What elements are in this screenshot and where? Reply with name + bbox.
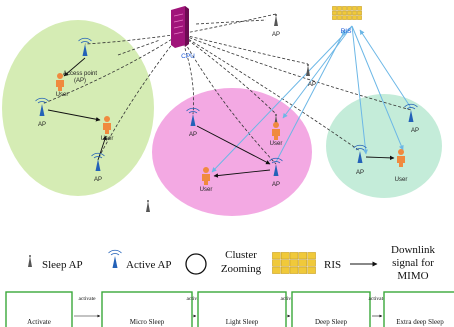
state-box [197, 291, 287, 327]
ap-label: AP [94, 177, 102, 183]
user-label: User [200, 187, 213, 193]
active-ap-icon [353, 144, 367, 163]
user-label: User [395, 177, 408, 183]
legend-sleep-ap-label: Sleep AP [42, 259, 83, 271]
state-box [383, 291, 454, 327]
ap-label: AP [308, 82, 316, 88]
legend-cluster-label: Cluster [225, 249, 257, 261]
ris-label: RIS [341, 28, 353, 35]
legend-sleep-ap-icon [28, 255, 32, 267]
downlink-ris-arrow [351, 25, 368, 155]
user-icon [272, 122, 280, 140]
ris-panel-icon [332, 6, 362, 20]
state-label: Light Sleep [226, 318, 259, 326]
sleep-ap-icon [146, 200, 150, 212]
user-icon [397, 149, 405, 167]
legend-active-ap-label: Active AP [126, 259, 172, 271]
ap-user-arrow [47, 109, 101, 122]
sleep-ap-icon [274, 14, 278, 26]
active-ap-icon [404, 103, 418, 122]
legend-downlink-label: signal for [392, 257, 434, 269]
active-ap-icon [35, 97, 49, 116]
fronthaul-link [179, 13, 277, 35]
ap-label: AP [272, 182, 280, 188]
state-box [291, 291, 371, 327]
ap-user-arrow [97, 135, 107, 161]
active-ap-icon [186, 107, 200, 126]
fronthaul-link [41, 33, 181, 105]
legend-ris-icon [272, 252, 316, 274]
user-label: User [101, 136, 114, 142]
ap-user-arrow [63, 57, 86, 77]
state-transition-label: activate [78, 296, 96, 302]
fronthaul-link [179, 33, 412, 111]
state-label: Deep Sleep [315, 318, 348, 326]
state-transition-label: activate [186, 296, 204, 302]
ap-label: AP [272, 32, 280, 38]
fronthaul-link [179, 33, 277, 165]
ap-user-arrow [213, 169, 271, 178]
cluster-middle [152, 88, 312, 216]
state-transition-label: activate [280, 296, 298, 302]
cpu-label: CPU [181, 53, 195, 60]
state-label: Activate [27, 318, 51, 326]
legend-downlink-label: Downlink [391, 244, 436, 256]
state-box [101, 291, 193, 327]
user-label: User [270, 141, 283, 147]
legend-cluster-circle-icon [185, 253, 207, 275]
state-transition-label: activate [368, 296, 386, 302]
legend-cluster-label: Zooming [221, 263, 262, 275]
active-ap-icon [78, 37, 92, 56]
active-ap-icon [91, 152, 105, 171]
legend-ris-label: RIS [324, 259, 341, 271]
active-ap-icon [269, 157, 283, 176]
user-icon [103, 116, 111, 134]
access-point-label: Access point [63, 71, 97, 77]
user-icon [56, 73, 64, 91]
cpu-icon [171, 6, 189, 48]
state-box [5, 291, 73, 327]
access-point-label: (AP) [74, 78, 86, 84]
downlink-ris-arrow [282, 25, 353, 119]
fronthaul-link [179, 33, 361, 152]
state-label: Extra deep Sleep [396, 318, 444, 326]
user-label: User [56, 92, 69, 98]
downlink-ris-arrow [351, 25, 404, 151]
state-label: Micro Sleep [130, 318, 165, 326]
downlink-ris-arrow [211, 25, 353, 173]
cluster-left [2, 20, 154, 196]
ap-label: AP [411, 128, 419, 134]
downlink-ris-arrow [275, 29, 346, 163]
fronthaul-link [179, 33, 309, 65]
sleep-ap-icon [306, 64, 310, 76]
downlink-ris-arrow [359, 29, 412, 109]
cluster-right [326, 94, 442, 198]
ap-label: AP [189, 132, 197, 138]
legend-active-ap-icon [108, 249, 122, 268]
fronthaul-link [117, 39, 161, 56]
ap-label: AP [38, 122, 46, 128]
ap-user-arrow [196, 125, 271, 165]
legend-downlink-label: MIMO [397, 270, 428, 282]
fronthaul-link [195, 19, 267, 25]
fronthaul-link [84, 33, 181, 45]
user-icon [202, 167, 210, 185]
fronthaul-link [179, 33, 277, 115]
ap-user-arrow [365, 155, 395, 161]
ap-label: AP [356, 170, 364, 176]
